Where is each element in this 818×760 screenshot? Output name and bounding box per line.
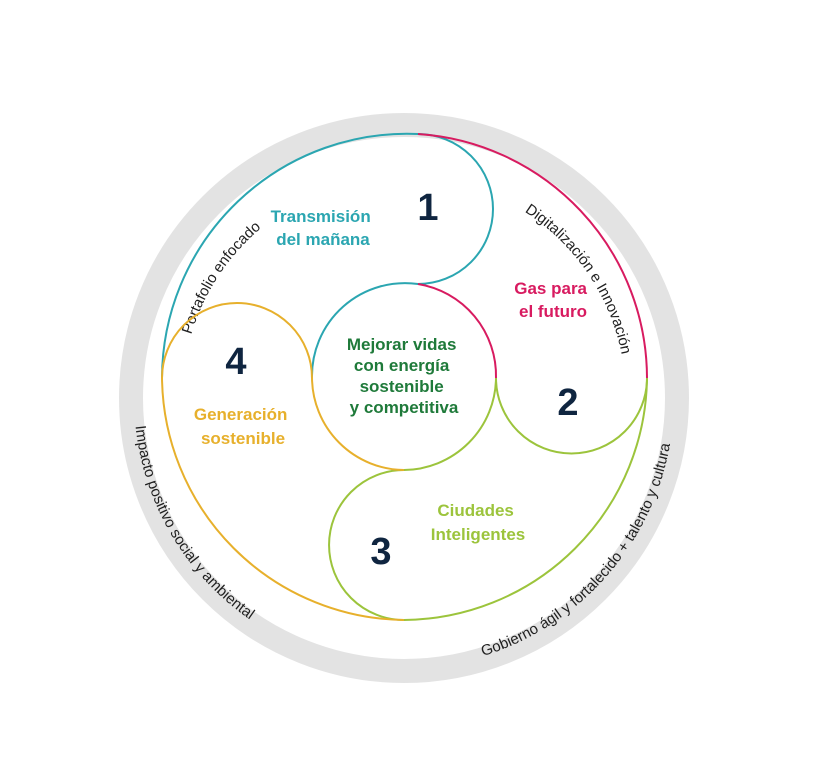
segment-2-outline bbox=[417, 133, 648, 379]
segment-4-number: 4 bbox=[225, 341, 246, 383]
segment-3-loop bbox=[495, 377, 648, 455]
segment-2-number: 2 bbox=[557, 382, 578, 424]
center-statement: Mejorar vidas con energía sostenible y c… bbox=[347, 335, 461, 417]
segment-4-outline bbox=[160, 302, 405, 621]
segment-3-number: 3 bbox=[370, 531, 391, 573]
outer-ring bbox=[119, 113, 689, 683]
segment-1-outline bbox=[161, 132, 494, 379]
ring-label-bottom-right: Gobierno ágil y fortalecido + talento y … bbox=[479, 441, 674, 660]
segment-1-label: Transmisión del mañana bbox=[271, 207, 376, 249]
segment-1-number: 1 bbox=[417, 187, 438, 229]
segment-3-outline bbox=[328, 377, 648, 622]
segment-4-label: Generación sostenible bbox=[194, 405, 292, 448]
segment-2-inner-outline bbox=[417, 283, 498, 379]
segment-3-label: Ciudades Inteligentes bbox=[431, 501, 525, 544]
segment-2-label: Gas para el futuro bbox=[514, 279, 592, 321]
